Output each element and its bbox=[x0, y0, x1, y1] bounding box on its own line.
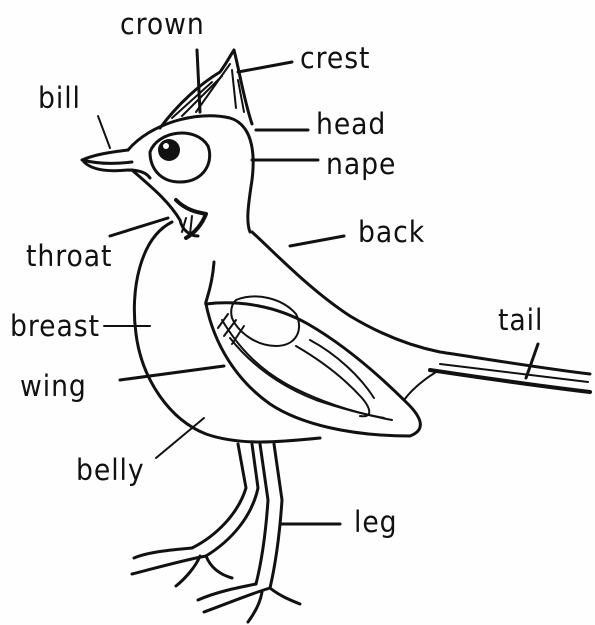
legs bbox=[132, 444, 300, 622]
label-belly: belly bbox=[76, 456, 145, 485]
bill-shape bbox=[82, 150, 150, 178]
label-back: back bbox=[358, 218, 425, 247]
label-head: head bbox=[316, 110, 386, 139]
wing-shape bbox=[206, 296, 420, 436]
label-throat: throat bbox=[26, 242, 112, 271]
eye-ring bbox=[150, 133, 210, 182]
label-bill: bill bbox=[38, 84, 81, 113]
label-tail: tail bbox=[498, 306, 543, 335]
label-crown: crown bbox=[120, 10, 205, 39]
label-breast: breast bbox=[10, 312, 100, 341]
label-leg: leg bbox=[354, 508, 398, 537]
label-nape: nape bbox=[326, 150, 396, 179]
eye bbox=[158, 139, 180, 161]
label-wing: wing bbox=[20, 372, 87, 401]
label-crest: crest bbox=[300, 44, 370, 73]
